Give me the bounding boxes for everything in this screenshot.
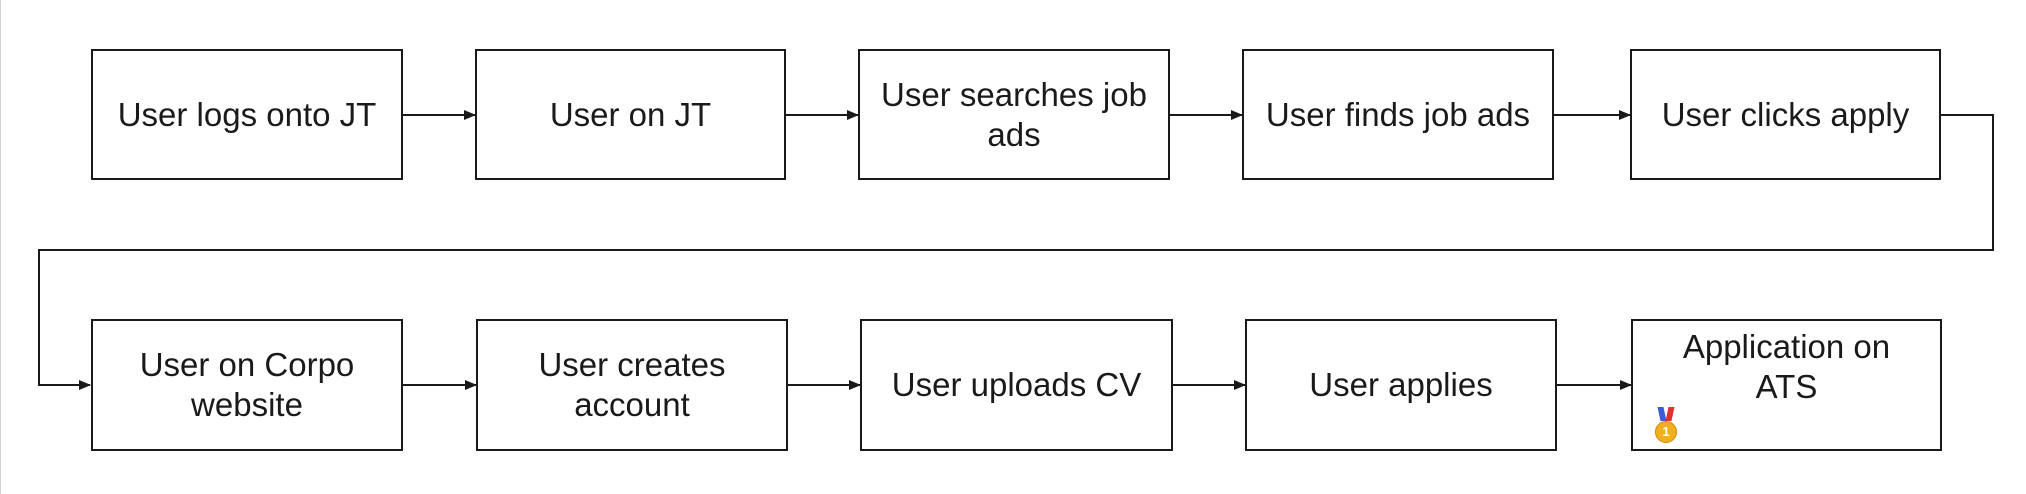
- edge-n5-n6: [38, 114, 1994, 390]
- flow-node-user-uploads-cv: User uploads CV: [860, 319, 1173, 451]
- flow-node-user-on-corpo-website: User on Corpo website: [91, 319, 403, 451]
- node-label: User applies: [1309, 366, 1493, 403]
- flow-node-user-creates-account: User creates account: [476, 319, 788, 451]
- medal-glyph: 1: [1655, 421, 1677, 443]
- node-label: User on JT: [549, 95, 712, 133]
- flow-node-user-clicks-apply: User clicks apply: [1630, 49, 1941, 180]
- first-place-medal-icon: 1: [1655, 407, 1677, 443]
- node-label: User searches job ads: [881, 75, 1147, 153]
- node-label: User on Corpo website: [139, 346, 355, 423]
- flow-node-user-searches-job-ads: User searches job ads: [858, 49, 1170, 180]
- node-label: User clicks apply: [1661, 95, 1910, 133]
- node-label: User finds job ads: [1265, 95, 1531, 133]
- flow-node-user-finds-job-ads: User finds job ads: [1242, 49, 1554, 180]
- node-label: User logs onto JT: [117, 95, 377, 133]
- node-label: User uploads CV: [891, 366, 1142, 403]
- flow-node-user-on-jt: User on JT: [475, 49, 786, 180]
- node-label: Application on ATS: [1682, 328, 1891, 405]
- flow-node-user-applies: User applies: [1245, 319, 1557, 451]
- flow-node-user-logs-onto-jt: User logs onto JT: [91, 49, 403, 180]
- node-label: User creates account: [538, 346, 726, 423]
